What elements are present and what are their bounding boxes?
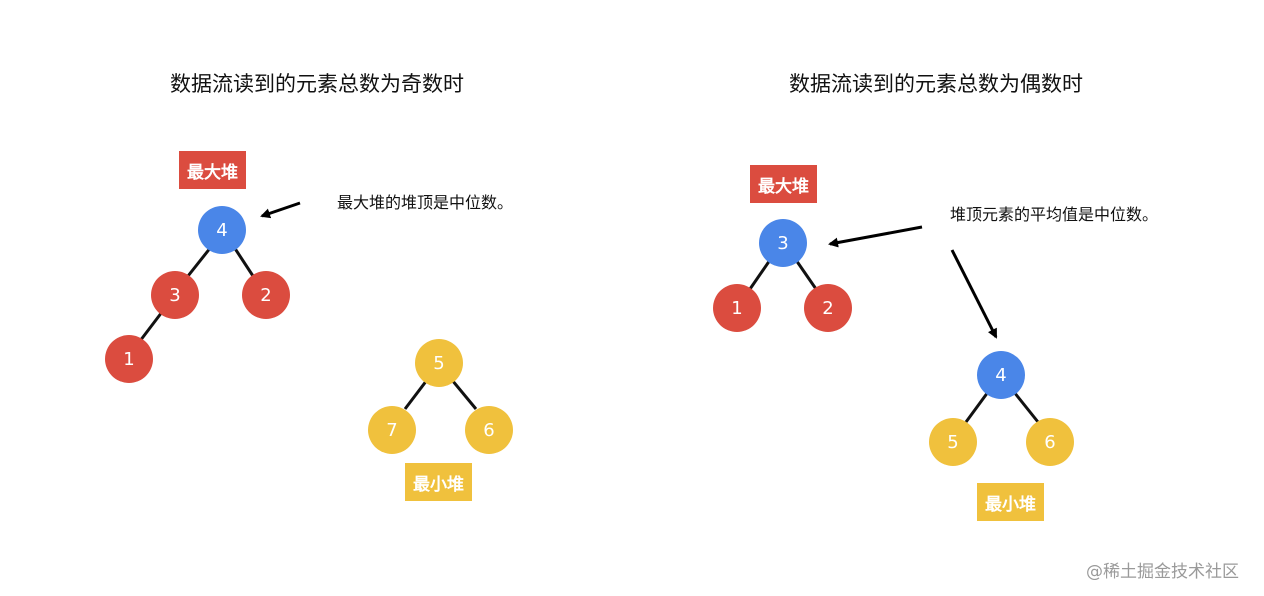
- arrow-right-to-max: [828, 225, 923, 248]
- left-min-heap-label: 最小堆: [405, 463, 472, 501]
- arrow-left-caption: [260, 201, 301, 219]
- right-min-node-6: 6: [1026, 418, 1074, 466]
- edge-5-6: [450, 379, 478, 410]
- right-min-node-4: 4: [977, 351, 1025, 399]
- right-max-node-1: 1: [713, 284, 761, 332]
- right-max-node-3: 3: [759, 219, 807, 267]
- left-max-heap-label: 最大堆: [179, 151, 246, 189]
- arrow-right-to-min: [950, 249, 998, 339]
- right-min-node-5: 5: [929, 418, 977, 466]
- left-min-node-7: 7: [368, 406, 416, 454]
- edge-4-3: [186, 246, 213, 277]
- watermark: @稀土掘金技术社区: [1086, 562, 1239, 582]
- edge-4-6-right: [1012, 391, 1040, 423]
- left-max-node-3: 3: [151, 271, 199, 319]
- left-max-node-2: 2: [242, 271, 290, 319]
- left-max-node-1: 1: [105, 335, 153, 383]
- left-min-node-6: 6: [465, 406, 513, 454]
- right-max-node-2: 2: [804, 284, 852, 332]
- left-max-node-4: 4: [198, 206, 246, 254]
- edge-3-2-right: [794, 259, 818, 290]
- edge-3-1-right: [748, 259, 772, 290]
- left-caption: 最大堆的堆顶是中位数。: [337, 193, 514, 212]
- edge-3-1: [138, 311, 164, 342]
- right-min-heap-label: 最小堆: [977, 483, 1044, 521]
- left-min-node-5: 5: [415, 339, 463, 387]
- edge-4-2: [232, 246, 255, 277]
- right-max-heap-label: 最大堆: [750, 165, 817, 203]
- edge-5-7: [403, 379, 429, 410]
- right-title: 数据流读到的元素总数为偶数时: [789, 72, 1083, 96]
- right-caption: 堆顶元素的平均值是中位数。: [950, 205, 1159, 224]
- edge-4-5-right: [964, 391, 990, 423]
- left-title: 数据流读到的元素总数为奇数时: [170, 72, 464, 96]
